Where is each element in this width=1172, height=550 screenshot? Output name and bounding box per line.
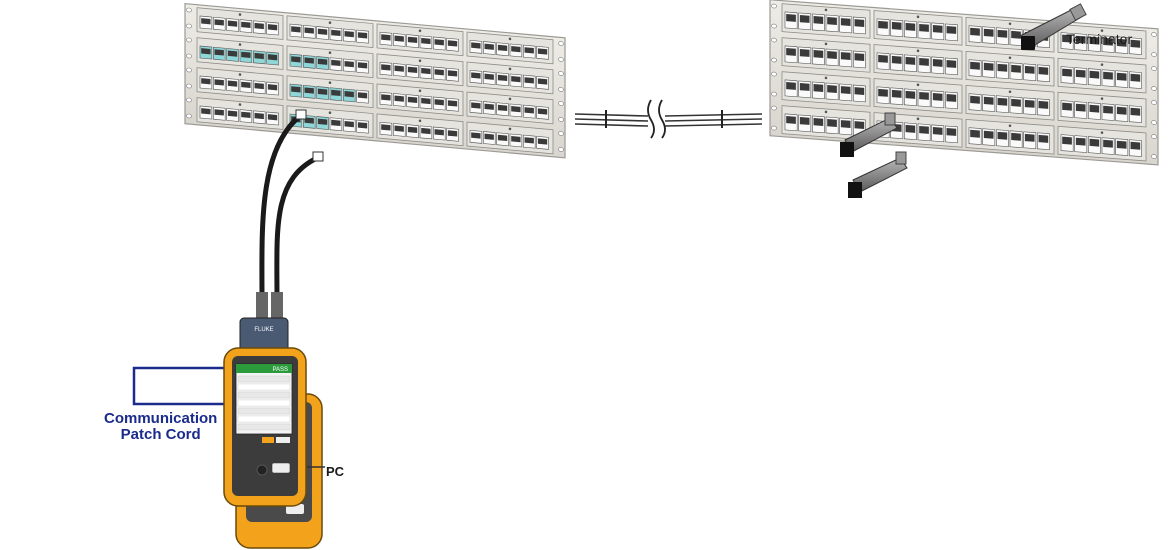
terminator-icon xyxy=(1019,3,1087,50)
left-patch-panel xyxy=(184,2,566,159)
trunk-cable xyxy=(574,99,763,139)
device-status: PASS xyxy=(272,367,288,373)
tester-icon: FLUKE PASS xyxy=(223,317,307,507)
right-patch-panel xyxy=(769,0,1159,166)
terminator-plugged-1 xyxy=(840,112,898,157)
communication-patch-cord-label: Communication Patch Cord xyxy=(104,411,217,443)
device-brand: FLUKE xyxy=(254,327,273,333)
cord-label-line1: Communication xyxy=(104,410,218,427)
terminator-plugged-2 xyxy=(848,151,908,198)
cable-break-icon xyxy=(647,99,666,139)
communication-patch-cord xyxy=(132,366,230,406)
terminator-label: Terminator xyxy=(1066,31,1133,47)
cord-label-line2: Patch Cord xyxy=(120,426,201,443)
device-screen-results xyxy=(237,375,291,431)
pc-label: PC xyxy=(326,464,345,479)
tester-patch-cables xyxy=(256,109,324,318)
